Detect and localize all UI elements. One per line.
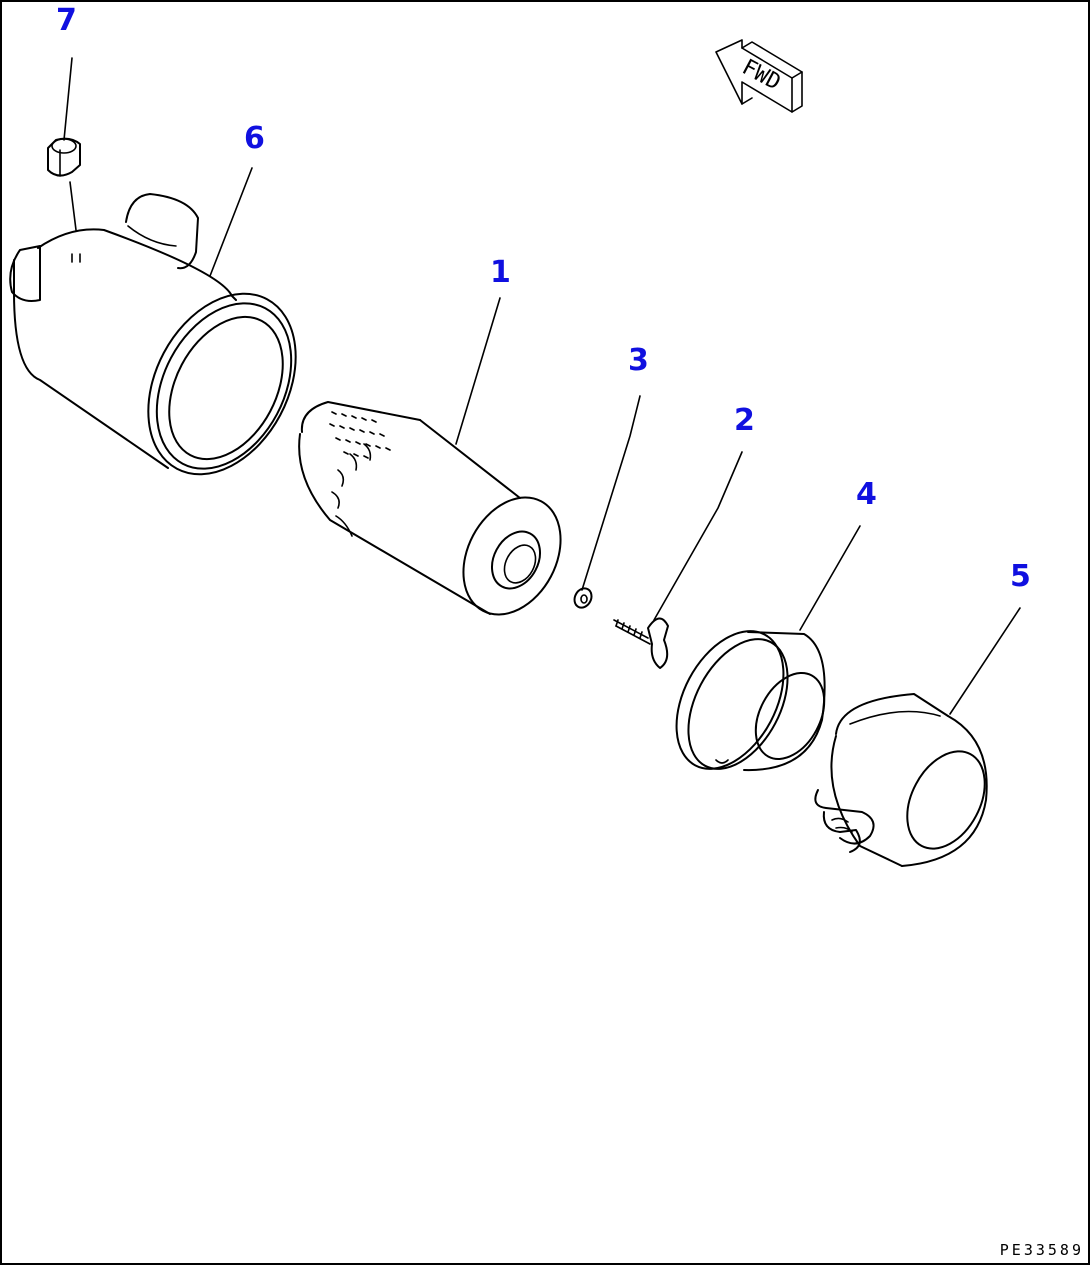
leader-1	[455, 297, 501, 445]
callout-6: 6	[244, 121, 265, 156]
callout-4: 4	[856, 477, 877, 512]
leader-2	[653, 451, 743, 621]
part-7-fitting	[47, 137, 81, 177]
callout-3: 3	[628, 343, 649, 378]
leader-6	[209, 167, 253, 277]
part-2-wing-bolt	[613, 617, 669, 669]
leader-lines	[63, 57, 1021, 715]
callout-2: 2	[734, 403, 755, 438]
fwd-label: FWD	[738, 55, 785, 96]
callout-5: 5	[1010, 559, 1031, 594]
part-3-washer	[573, 587, 593, 609]
leader-4	[799, 525, 861, 631]
leader-5	[949, 607, 1021, 715]
part-6-housing	[9, 193, 297, 476]
callout-1: 1	[490, 255, 511, 290]
leader-7-bottom	[69, 181, 77, 231]
fwd-arrow-icon: FWD	[715, 39, 803, 113]
leader-7-top	[63, 57, 73, 141]
part-1-filter-element	[298, 401, 562, 616]
leader-3	[581, 395, 641, 591]
drawing-code: PE33589	[999, 1241, 1084, 1259]
callout-7: 7	[56, 3, 77, 38]
part-4-inner-cover	[675, 630, 826, 772]
part-5-cap	[814, 693, 988, 867]
